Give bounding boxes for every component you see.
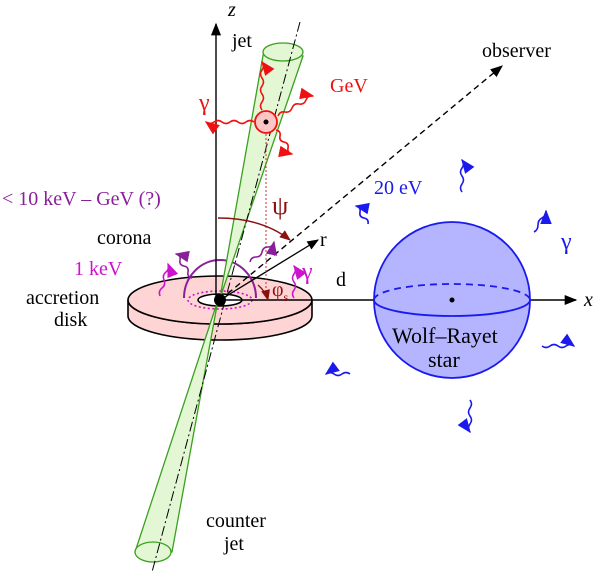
gamma-ray-downright [275,129,294,158]
phi-label: φs [272,279,289,304]
d-label: d [336,269,346,291]
gamma-ray-left [204,119,255,135]
phi-symbol: φ [272,279,284,301]
accretion-disk [127,275,313,341]
star-ray-5 [541,333,576,349]
r-label: r [320,229,327,251]
one-kev-label: 1 keV [74,258,123,280]
counter-jet [134,299,219,563]
twenty-ev-label: 20 eV [374,177,423,199]
gamma-ray-upright [277,87,315,117]
star-ray-3 [533,209,552,233]
gamma-ray-up [259,60,275,111]
phi-subscript: s [284,290,289,304]
gamma-disk-label: γ [301,259,313,285]
compact-object [214,294,226,306]
z-axis-label: z [227,0,236,21]
psi-arc [217,217,291,241]
star-ray-4 [324,361,351,377]
r-vector [219,239,319,301]
disk-ray-right [291,264,307,299]
corona-label: corona [97,227,152,249]
gev-label: GeV [330,75,368,97]
jet-cone [219,42,304,299]
star-ray-6 [457,399,473,434]
corona-ray-right [249,240,278,263]
star-ray-1 [459,158,475,193]
corona-ray-left [174,250,193,279]
jet-label: jet [231,30,252,52]
x-axis-label: x [583,289,593,311]
gamma-star-label: γ [560,229,572,255]
star-ray-2 [354,202,370,225]
phi-arc [257,284,270,302]
disk-ray-left [158,262,179,297]
wolf-rayet-label: Wolf–Rayet [392,323,498,348]
psi-label: ψ [272,191,288,220]
corona-dome [183,259,257,299]
observer-label: observer [482,40,551,62]
emission-blob [254,110,278,134]
gamma-top-label: γ [198,90,210,116]
wolf-rayet-star [373,221,531,379]
disk-label: disk [54,309,87,331]
star-label: star [428,347,460,372]
counter-jet-label: jet [223,533,244,555]
accretion-label: accretion [26,287,99,309]
observer-line [219,65,503,301]
counter-label: counter [206,510,266,532]
range-label: < 10 keV – GeV (?) [2,188,161,210]
